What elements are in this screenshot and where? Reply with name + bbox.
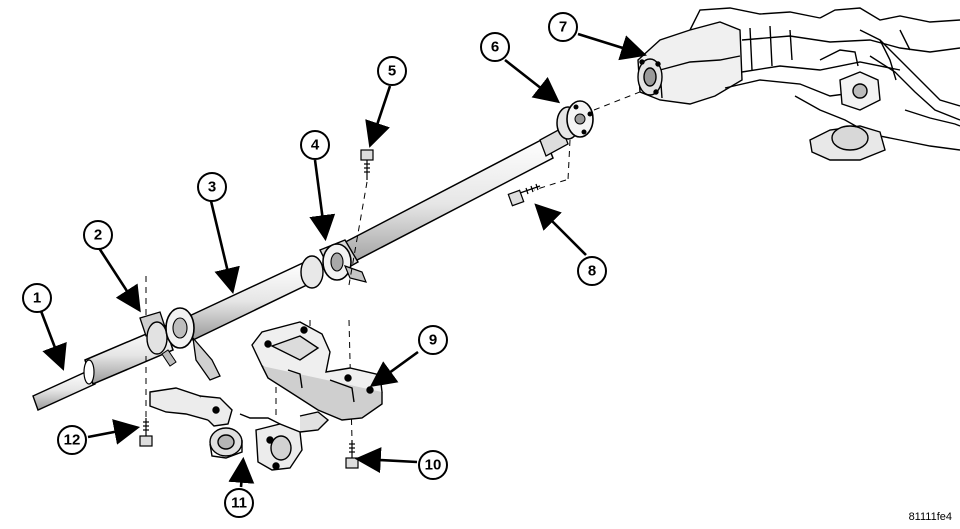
rear-differential-assembly [637,7,960,161]
callout-9-label: 9 [429,332,437,349]
reference-code: 81111fe4 [908,511,952,523]
callout-12: 12 [57,425,87,455]
rear-center-bearing [300,239,367,289]
bolt-item-8 [507,183,541,207]
callout-8-label: 8 [588,263,596,280]
bolt-item-5 [360,149,374,180]
leader-lines [39,32,647,488]
bearing-support-bracket [149,387,330,471]
rear-shaft-section [184,127,569,342]
callout-10: 10 [418,450,448,480]
callout-6-label: 6 [491,39,499,56]
bolt-item-10 [345,440,359,469]
callout-1: 1 [22,283,52,313]
callout-2: 2 [83,220,113,250]
callout-6: 6 [480,32,510,62]
bolt-item-12 [139,418,153,447]
callout-1-label: 1 [33,290,41,307]
callouts: 1 2 3 4 5 6 7 8 [22,12,607,518]
callout-7: 7 [548,12,578,42]
front-center-bearing [139,307,221,381]
callout-8: 8 [577,256,607,286]
callout-3-label: 3 [208,179,216,196]
crossmember-bracket [251,321,383,421]
callout-5: 5 [377,56,407,86]
callout-4: 4 [300,130,330,160]
rear-flange-coupling [556,100,594,140]
callout-3: 3 [197,172,227,202]
callout-11-label: 11 [231,495,247,512]
alignment-lines [145,87,651,441]
callout-12-label: 12 [64,432,81,449]
callout-9: 9 [418,325,448,355]
callout-2-label: 2 [94,227,102,244]
callout-4-label: 4 [311,137,320,154]
callout-10-label: 10 [425,457,442,474]
callout-7-label: 7 [559,19,567,36]
callout-5-label: 5 [388,63,396,80]
callout-11: 11 [224,488,254,518]
